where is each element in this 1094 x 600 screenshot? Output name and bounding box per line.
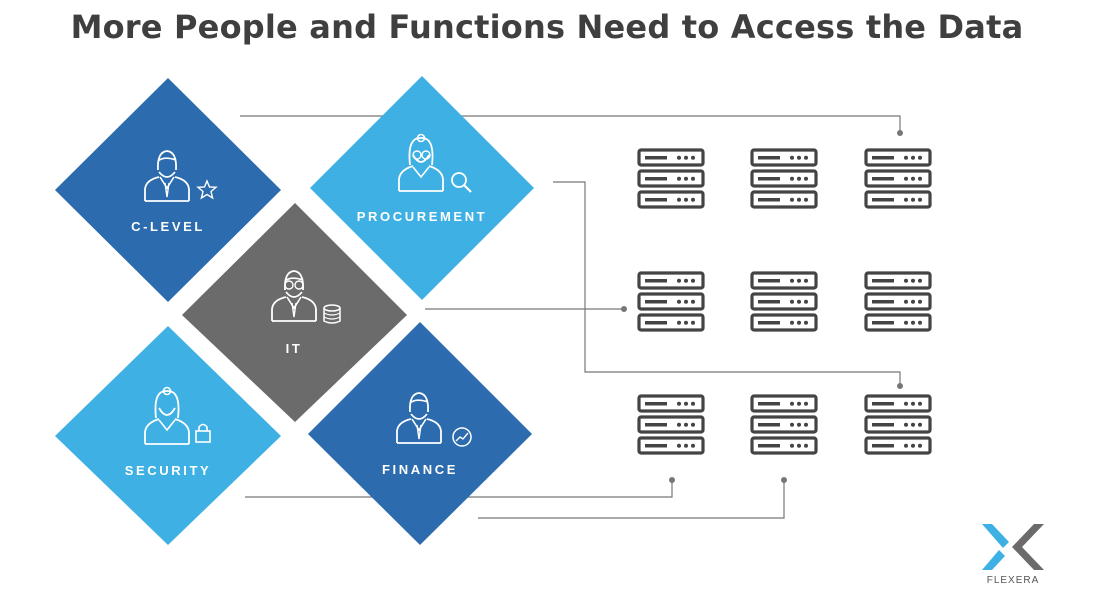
flexera-logo: FLEXERA bbox=[982, 524, 1044, 586]
server-stack-icon bbox=[752, 150, 816, 207]
role-label-security: SECURITY bbox=[125, 463, 212, 478]
server-stack-icon bbox=[866, 150, 930, 207]
server-stack-icon bbox=[866, 396, 930, 453]
role-label-c-level: C-LEVEL bbox=[131, 219, 205, 234]
server-stack-icon bbox=[752, 273, 816, 330]
server-stack-icon bbox=[639, 150, 703, 207]
role-c-level: C-LEVEL bbox=[55, 78, 281, 302]
executive-star-icon bbox=[144, 150, 218, 202]
server-stack-icon bbox=[866, 273, 930, 330]
diamond-procurement bbox=[310, 76, 534, 300]
role-label-finance: FINANCE bbox=[382, 462, 458, 477]
connector-c-level bbox=[240, 115, 901, 131]
server-stack-icon bbox=[752, 396, 816, 453]
buyer-search-icon bbox=[398, 133, 472, 193]
role-procurement: PROCUREMENT bbox=[310, 76, 534, 300]
role-finance: FINANCE bbox=[308, 322, 532, 545]
server-grid bbox=[639, 150, 930, 453]
security-lock-icon bbox=[144, 386, 211, 445]
server-stack-icon bbox=[639, 273, 703, 330]
connector-dots bbox=[621, 130, 903, 483]
server-stack-icon bbox=[639, 396, 703, 453]
it-admin-database-icon bbox=[271, 270, 341, 324]
connector-procurement bbox=[553, 181, 901, 384]
logo-text: FLEXERA bbox=[987, 575, 1040, 586]
diamond-security bbox=[55, 326, 281, 545]
role-it: IT bbox=[182, 203, 407, 422]
finance-chart-icon bbox=[396, 392, 472, 447]
role-label-procurement: PROCUREMENT bbox=[357, 209, 487, 224]
connector-finance bbox=[478, 481, 785, 519]
role-security: SECURITY bbox=[55, 326, 281, 545]
logo-mark bbox=[982, 524, 1009, 548]
role-label-it: IT bbox=[286, 341, 303, 356]
page-title: More People and Functions Need to Access… bbox=[70, 8, 1024, 46]
